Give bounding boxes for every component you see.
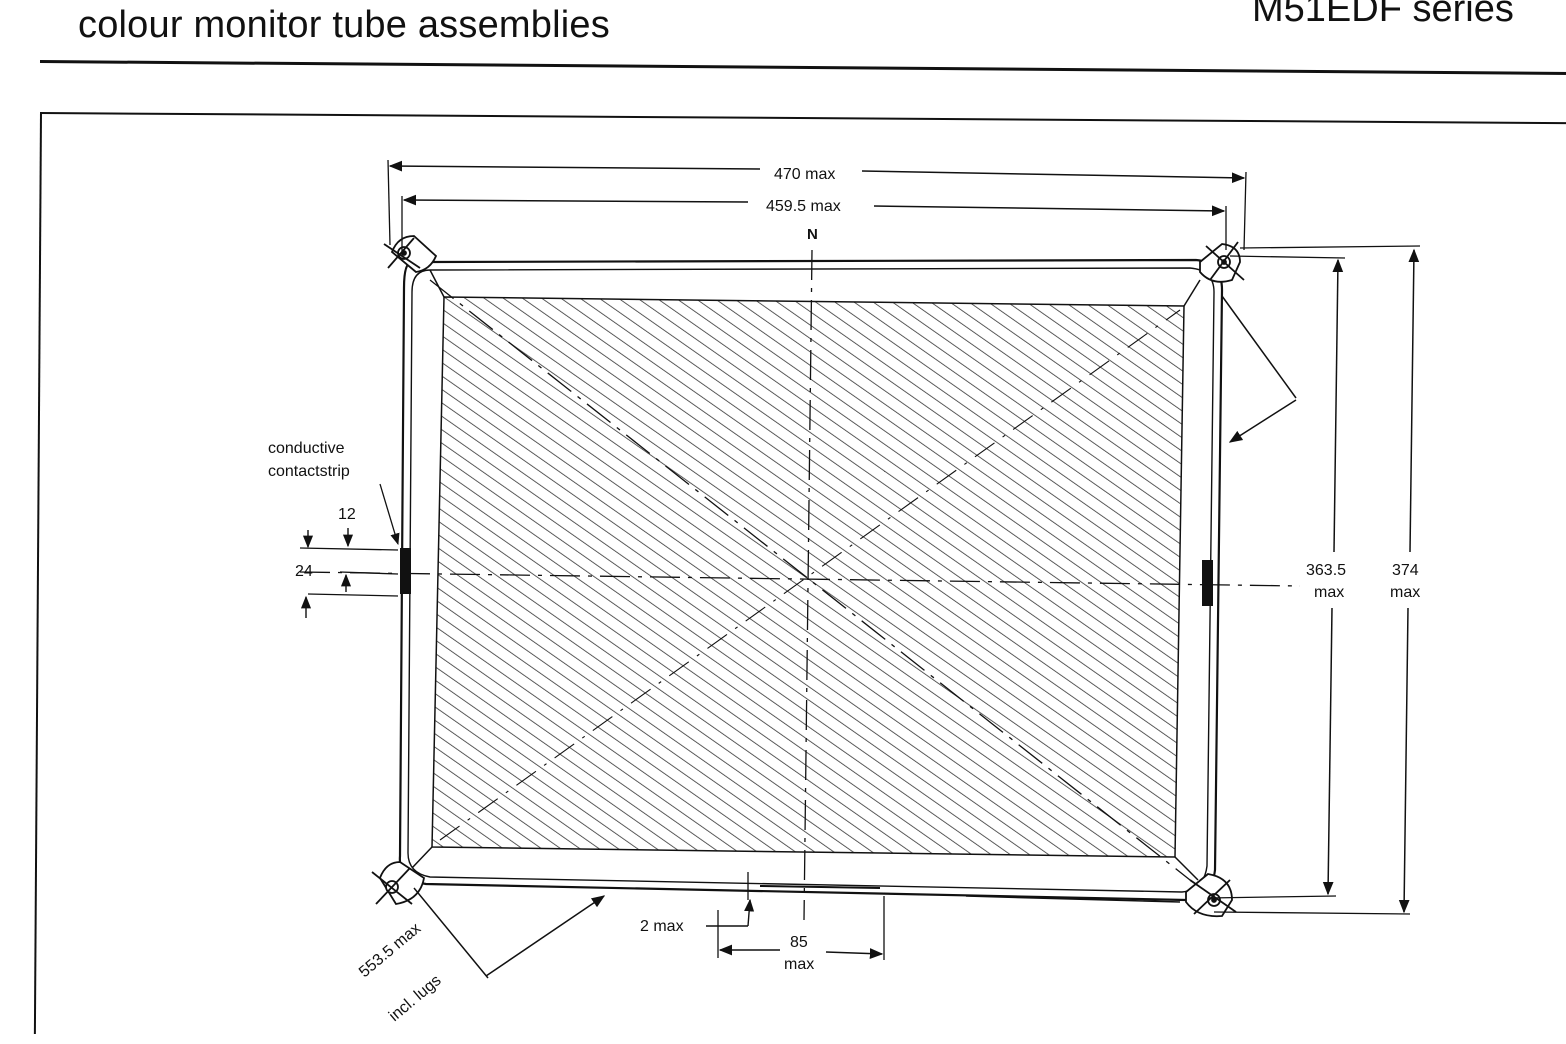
extension-line bbox=[1243, 171, 1247, 251]
contact-label-line1: conductive bbox=[268, 440, 345, 457]
dim-arrow-374 bbox=[1408, 248, 1420, 553]
corner-bevel bbox=[1183, 279, 1201, 307]
dim-label-85-unit: max bbox=[784, 956, 815, 973]
dim-arrow-459 bbox=[873, 205, 1226, 217]
extension-line bbox=[1213, 911, 1411, 915]
dim-label-470: 470 max bbox=[774, 166, 836, 183]
dim-arrow-470 bbox=[861, 170, 1246, 184]
dim-arrow-459 bbox=[402, 194, 749, 206]
contact-strip-right bbox=[1202, 560, 1213, 606]
diagonal-centerline bbox=[429, 279, 1191, 881]
dim-label-24: 24 bbox=[295, 563, 313, 580]
dim-arrow-diagonal bbox=[413, 887, 489, 979]
leader-line bbox=[307, 593, 399, 597]
dim-arrow-diagonal bbox=[485, 895, 606, 977]
north-marker: N bbox=[807, 226, 818, 243]
dim-arrow-diagonal bbox=[1228, 399, 1297, 443]
dim-arrow-363 bbox=[1332, 258, 1344, 553]
dim-label-363-value: 363.5 bbox=[1306, 562, 1347, 579]
document-title: colour monitor tube assemblies bbox=[78, 4, 610, 46]
mounting-lug bbox=[371, 861, 425, 905]
vertical-centerline bbox=[803, 249, 813, 921]
mounting-lug bbox=[1185, 873, 1237, 918]
dim-arrow-2 bbox=[744, 898, 755, 927]
horizontal-centerline bbox=[299, 571, 1301, 587]
dim-label-374-unit: max bbox=[1390, 584, 1421, 601]
dim-label-374-value: 374 bbox=[1392, 562, 1419, 579]
corner-bevel bbox=[411, 846, 433, 869]
mounting-lug bbox=[1199, 241, 1245, 283]
mounting-lug bbox=[383, 235, 438, 273]
extension-line bbox=[387, 159, 391, 246]
bottom-flange bbox=[759, 885, 881, 889]
dim-arrow-470 bbox=[388, 160, 761, 172]
dim-arrow-363 bbox=[1322, 607, 1334, 896]
extension-line bbox=[1207, 895, 1337, 899]
dim-arrow-374 bbox=[1398, 607, 1410, 914]
contact-leader bbox=[379, 483, 400, 546]
dim-label-2: 2 max bbox=[640, 918, 684, 935]
contact-label-line2: contactstrip bbox=[268, 463, 350, 480]
diagonal-centerline bbox=[439, 309, 1181, 841]
dim-arrow-85 bbox=[825, 948, 884, 959]
extension-line bbox=[1229, 255, 1346, 259]
corner-bevel bbox=[429, 269, 445, 298]
leader-line bbox=[339, 571, 399, 575]
corner-bevel bbox=[1174, 856, 1199, 881]
dim-label-85-value: 85 bbox=[790, 934, 808, 951]
dim-label-12: 12 bbox=[338, 506, 356, 523]
bottom-flange bbox=[965, 895, 1181, 903]
dim-label-459: 459.5 max bbox=[766, 198, 841, 215]
series-title: M51EDF series bbox=[1252, 0, 1514, 30]
dim-label-363-unit: max bbox=[1314, 584, 1345, 601]
leader-line bbox=[299, 547, 399, 551]
contact-strip-left bbox=[400, 548, 411, 594]
dim-arrow-diagonal bbox=[1221, 295, 1297, 399]
extension-line bbox=[1239, 245, 1421, 249]
